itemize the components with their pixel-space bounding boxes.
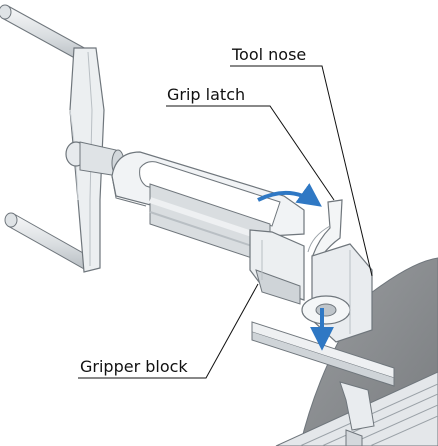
rotation-arrow: [257, 183, 322, 207]
leader-tool-nose: [230, 65, 373, 277]
label-grip-latch: Grip latch: [167, 85, 245, 104]
leader-lines: [78, 65, 373, 379]
leader-grip-latch: [166, 105, 335, 201]
tool-nose: [301, 243, 373, 343]
label-gripper-block: Gripper block: [80, 357, 188, 376]
label-tool-nose: Tool nose: [231, 45, 306, 64]
gripper-block: [249, 229, 305, 305]
guide-bar: [251, 321, 395, 446]
leader-gripper-block: [78, 283, 259, 379]
handle-bottom-rod: [4, 212, 93, 271]
